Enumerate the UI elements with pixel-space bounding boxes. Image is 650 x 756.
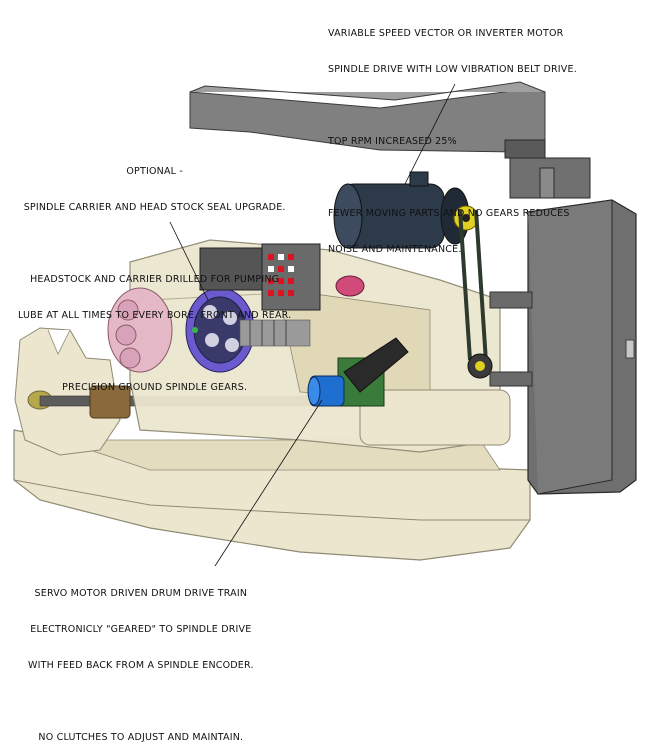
spindle-motor [333,171,479,249]
callout-spacer [18,238,291,250]
headstock [129,239,511,453]
belt-drive [458,209,533,387]
motor-drive-callout: VARIABLE SPEED VECTOR OR INVERTER MOTOR … [328,4,577,268]
callout-line: SPINDLE CARRIER AND HEAD STOCK SEAL UPGR… [23,202,286,213]
multi-spindle-machine-illustration [13,81,637,567]
control-panel [199,243,321,311]
callout-line: VARIABLE SPEED VECTOR OR INVERTER MOTOR [328,28,564,39]
callout-line: SERVO MOTOR DRIVEN DRUM DRIVE TRAIN [34,588,248,599]
leader-lines [169,83,456,567]
callout-line: FEWER MOVING PARTS AND NO GEARS REDUCES [328,208,570,219]
spindle-carrier-callout: OPTIONAL - SPINDLE CARRIER AND HEAD STOC… [18,142,291,406]
callout-line: OPTIONAL - [126,166,183,177]
callout-line: TOP RPM INCREASED 25% [328,136,457,147]
callout-line: SPINDLE DRIVE WITH LOW VIBRATION BELT DR… [328,64,577,75]
callout-spacer [328,100,577,112]
callout-line: NOISE AND MAINTENANCE. [328,244,462,255]
callout-spacer [28,696,254,708]
callout-spacer [18,346,291,358]
callout-line: NO CLUTCHES TO ADJUST AND MAINTAIN. [38,732,244,743]
callout-line: WITH FEED BACK FROM A SPINDLE ENCODER. [28,660,254,671]
lube-cylinder [335,275,365,297]
callout-line: LUBE AT ALL TIMES TO EVERY BORE, FRONT A… [18,310,292,321]
servo-drum-callout: SERVO MOTOR DRIVEN DRUM DRIVE TRAIN ELEC… [28,564,254,756]
overhead-duct [189,81,591,199]
callout-line: PRECISION GROUND SPINDLE GEARS. [62,382,248,393]
servo-motor [307,337,409,407]
callout-line: HEADSTOCK AND CARRIER DRILLED FOR PUMPIN… [30,274,280,285]
callout-spacer [328,172,577,184]
spindle-carrier [107,287,311,373]
electrical-cabinet [527,199,637,495]
